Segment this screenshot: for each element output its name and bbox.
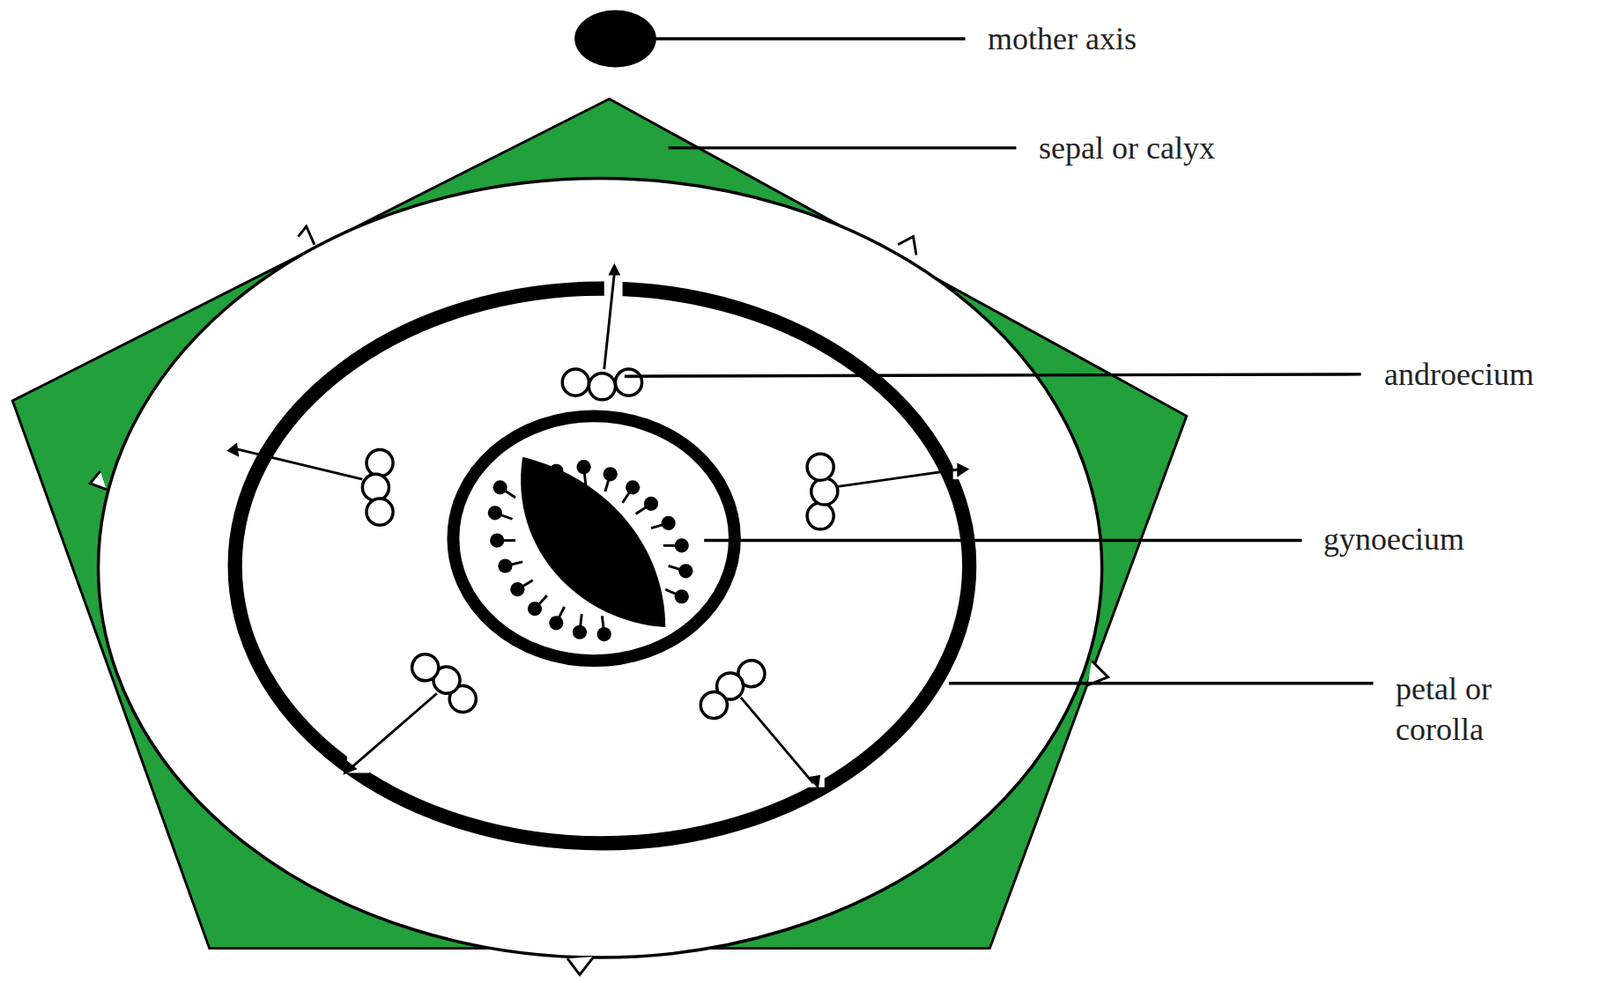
anthers <box>362 369 838 725</box>
petal-gaps <box>232 277 976 788</box>
filaments <box>235 273 962 784</box>
sepal-notches <box>89 226 1108 976</box>
part-label: gynoecium <box>1323 518 1465 560</box>
ovule-stalks <box>495 466 686 635</box>
ovules <box>488 459 694 642</box>
flower-outline <box>98 178 1103 958</box>
part-label: petal or corolla <box>1395 668 1572 750</box>
placenta <box>520 457 666 628</box>
ovary-wall <box>452 415 735 661</box>
filament-tips <box>226 263 970 790</box>
part-label: mother axis <box>987 18 1137 60</box>
mother-axis-dot <box>574 10 657 68</box>
part-label: androecium <box>1384 354 1534 395</box>
corolla-ring <box>235 288 971 845</box>
leader-lines <box>624 38 1374 684</box>
part-label: sepal or calyx <box>1038 127 1215 169</box>
